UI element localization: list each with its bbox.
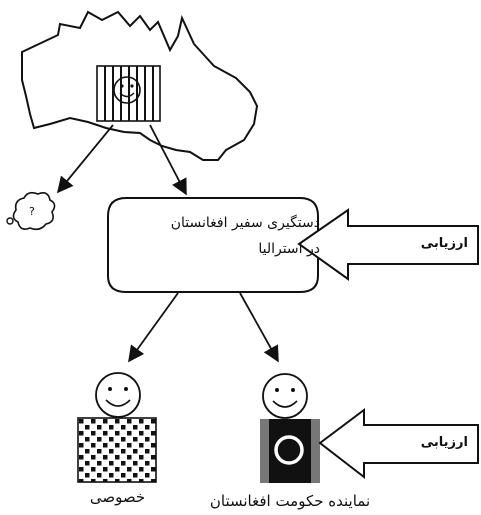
ring-body-icon	[260, 419, 320, 483]
left-person-label: خصوصی	[89, 488, 146, 506]
right-person-label: نماینده حکومت افغانستان	[209, 492, 371, 510]
thought-bubble-mark: ?	[29, 205, 35, 218]
center-box-text: دستگیری سفیر افغانستان در استرالیا	[108, 210, 320, 262]
jailed-face-icon	[96, 65, 161, 122]
bottom-block-arrow	[318, 408, 479, 480]
top-block-arrow	[297, 208, 479, 281]
arrow-to-left-person	[128, 292, 179, 363]
thought-bubble-icon: ?	[6, 191, 56, 231]
bottom-arrow-label: ارزیابی	[420, 435, 468, 450]
right-person	[260, 373, 320, 483]
left-person	[77, 372, 157, 483]
top-arrow-label: ارزیابی	[420, 236, 468, 251]
arrow-to-thought-bubble	[56, 124, 114, 194]
smiley-face-icon	[95, 372, 141, 418]
arrow-to-center-box	[149, 124, 187, 196]
smiley-face-icon	[262, 373, 308, 419]
center-box-line2: در استرالیا	[258, 241, 320, 257]
center-box-line1: دستگیری سفیر افغانستان	[170, 215, 320, 231]
checker-body-icon	[77, 417, 157, 483]
center-box	[107, 197, 319, 293]
arrow-to-right-person	[239, 292, 279, 363]
